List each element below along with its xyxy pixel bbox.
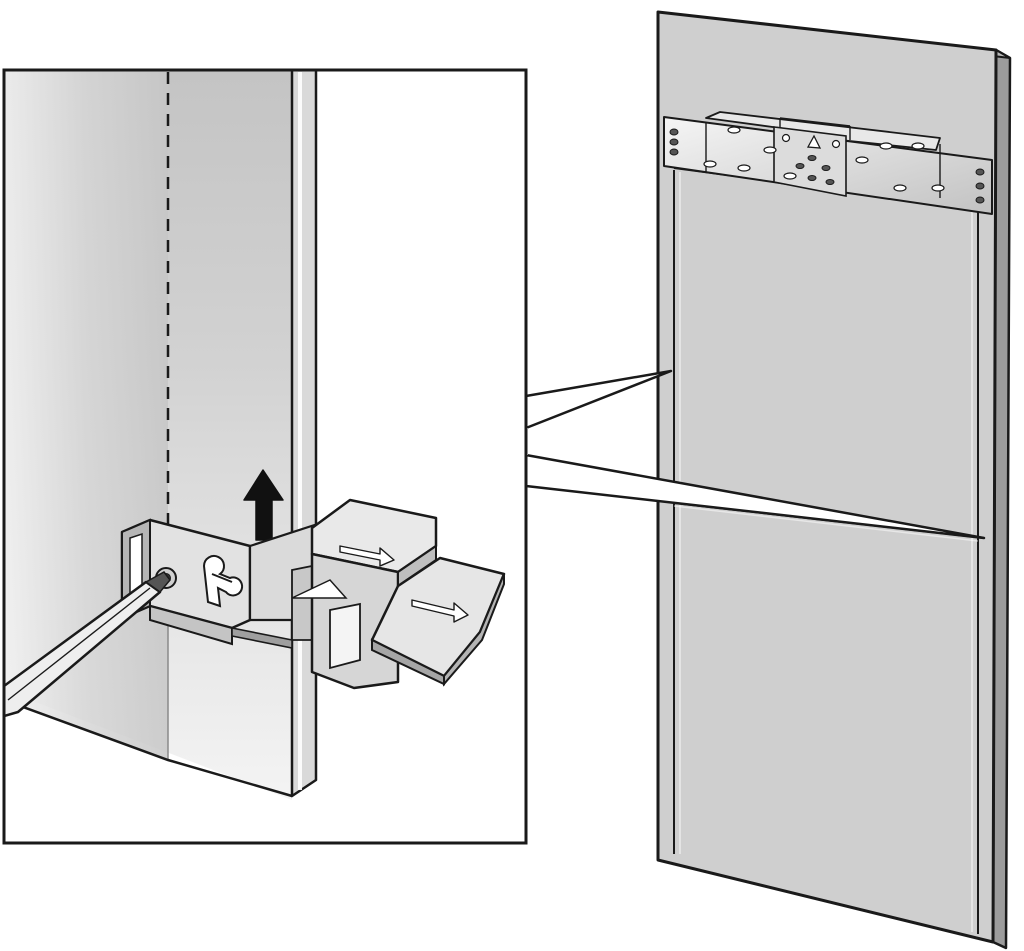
slide-housing	[291, 498, 438, 690]
slide-plate	[370, 556, 506, 687]
right-arrow-icon	[411, 599, 469, 623]
right-arrow-icon	[339, 545, 395, 567]
appliance-door-panel	[656, 10, 1012, 950]
mounting-bracket-icon	[663, 111, 993, 215]
detail-inset	[2, 68, 528, 845]
keyhole-slot-icon	[202, 555, 244, 608]
callout-pointer	[524, 369, 986, 540]
screwdriver-icon	[4, 571, 171, 718]
up-arrow-icon	[243, 469, 284, 541]
